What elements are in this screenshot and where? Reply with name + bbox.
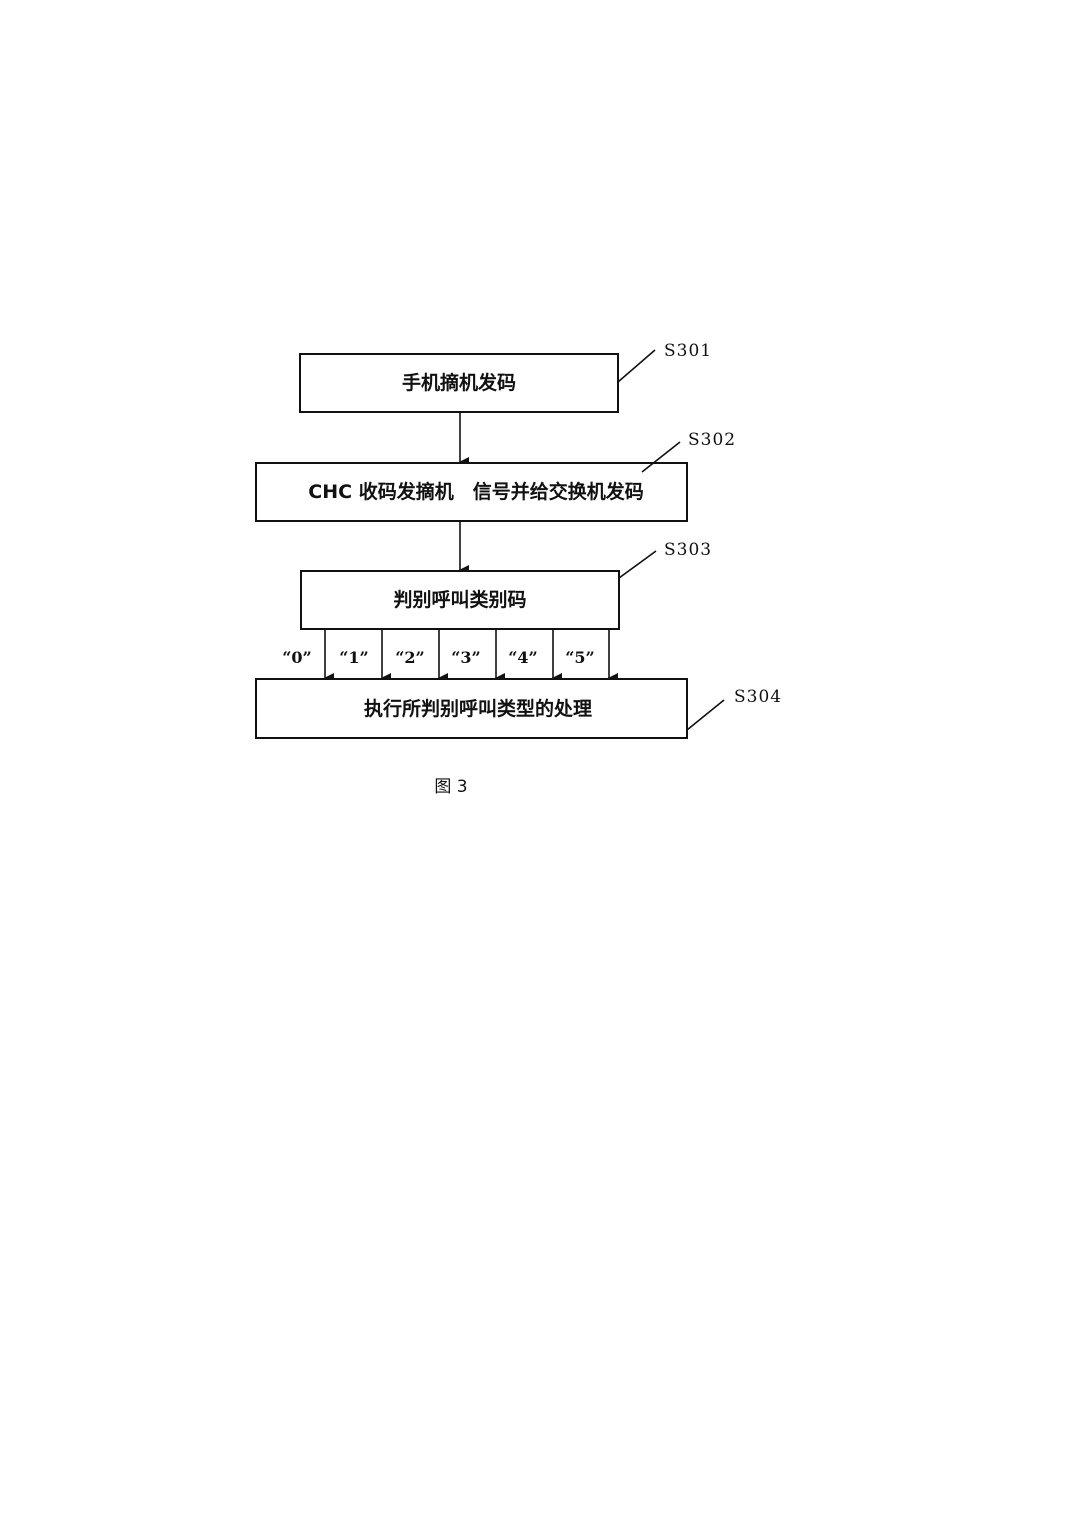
figure-caption: 图 3 — [434, 777, 467, 797]
branch-label-4: “4” — [508, 648, 538, 667]
step-s302-label: S302 — [688, 430, 736, 450]
step-s301: 手机摘机发码 S301 — [299, 341, 712, 413]
step-s302-box — [255, 462, 688, 522]
step-s301-text: 手机摘机发码 — [402, 371, 516, 394]
branch-label-0: “0” — [282, 648, 312, 667]
step-s302-text: CHC 收码发摘机 信号并给交换机发码 — [308, 480, 643, 503]
step-s304-leader — [686, 699, 725, 731]
step-s302: CHC 收码发摘机 信号并给交换机发码 S302 — [255, 430, 736, 522]
branch-arrows — [324, 629, 618, 683]
step-s303-text: 判别呼叫类别码 — [393, 588, 526, 611]
step-s303: 判别呼叫类别码 S303 — [300, 540, 712, 630]
step-s304-box — [255, 678, 688, 739]
step-s304-label: S304 — [734, 687, 782, 707]
step-s302-leader — [641, 441, 681, 473]
step-s301-box — [299, 353, 619, 413]
step-s301-leader — [617, 349, 656, 383]
step-s304-text: 执行所判别呼叫类型的处理 — [364, 697, 592, 720]
step-s303-label: S303 — [664, 540, 712, 560]
step-s303-box — [300, 570, 620, 630]
branch-label-3: “3” — [451, 648, 481, 667]
step-s304: 执行所判别呼叫类型的处理 S304 — [255, 678, 782, 739]
branch-labels: “0” “1” “2” “3” “4” “5” — [282, 648, 595, 667]
branch-label-5: “5” — [565, 648, 595, 667]
branch-label-2: “2” — [395, 648, 425, 667]
branch-label-1: “1” — [339, 648, 369, 667]
step-s303-leader — [618, 550, 657, 579]
step-s301-label: S301 — [664, 341, 712, 361]
